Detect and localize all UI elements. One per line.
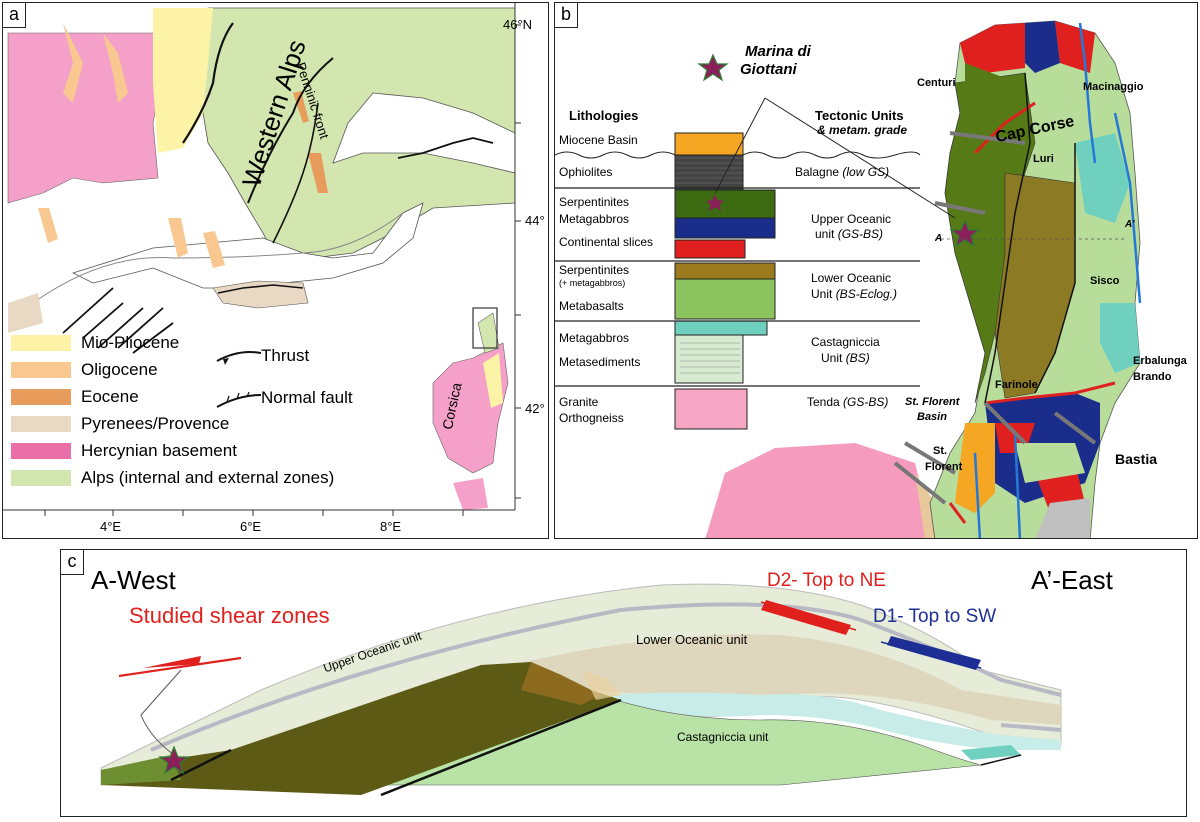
unit-castagniccia: Castagniccia (811, 335, 880, 349)
legend-item: Mio-Pliocene (11, 333, 179, 353)
lith-ophiolites: Ophiolites (559, 165, 613, 179)
panel-c-label: c (61, 550, 84, 575)
lith-granite: Granite (559, 395, 599, 409)
place-bastia: Bastia (1115, 451, 1158, 467)
thrust-symbol-icon (216, 351, 262, 365)
stratigraphic-column (674, 132, 776, 430)
panel-b-map: b (554, 2, 1198, 539)
d1-top-to-sw-label: D1- Top to SW (873, 606, 997, 627)
lithologies-header: Lithologies (569, 108, 639, 123)
lith-orthogneiss: Orthogneiss (559, 411, 624, 425)
section-a-label: A (935, 233, 943, 244)
cap-corse-geology-map (555, 20, 1142, 538)
legend-label: Oligocene (81, 360, 158, 379)
lower-oceanic-label: Lower Oceanic unit (636, 632, 748, 647)
hercynian-basement-nw (7, 32, 164, 204)
lith-continental: Continental slices (559, 235, 654, 249)
place-sisco: Sisco (1090, 275, 1120, 287)
lon-4e: 4°E (100, 519, 122, 534)
regional-geology-map (3, 3, 521, 516)
castagniccia-label: Castagniccia unit (677, 730, 769, 744)
legend-swatch (11, 389, 71, 405)
legend-swatch (11, 335, 71, 351)
normal-fault-symbol-icon (216, 391, 262, 408)
unit-upper-oceanic: Upper Oceanic (811, 212, 892, 226)
unit-balagne: Balagne (low GS) (795, 165, 890, 179)
unit-upper-oceanic-2: unit (GS-BS) (815, 227, 884, 241)
pyrenees-provence-zone (212, 280, 309, 309)
lith-miocene: Miocene Basin (559, 133, 638, 147)
east-end-label: A’-East (1031, 565, 1113, 595)
legend-item: Pyrenees/Provence (11, 414, 229, 434)
place-basin: Basin (917, 411, 947, 423)
alps-lower-arc (71, 202, 424, 289)
legend-label: Alps (internal and external zones) (81, 468, 335, 487)
unit-lower-oceanic-2: Unit (BS-Eclog.) (811, 287, 898, 301)
legend-label: Hercynian basement (81, 441, 237, 460)
legend-swatch (11, 362, 71, 378)
panel-a-label: a (3, 3, 26, 28)
lith-metasediments: Metasediments (559, 355, 641, 369)
place-centuri: Centuri (917, 77, 956, 89)
cross-section-drawing (100, 583, 1062, 797)
upper-oceanic-block (101, 662, 621, 795)
lon-6e: 6°E (240, 519, 262, 534)
place-florent: Florent (925, 461, 963, 473)
unit-tenda: Tenda (GS-BS) (807, 395, 889, 409)
legend-item: Eocene (11, 387, 139, 407)
legend-star-icon (697, 53, 729, 82)
place-erbalunga: Erbalunga (1133, 355, 1187, 367)
lat-44: 44° (525, 213, 545, 228)
legend-swatch (11, 416, 71, 432)
lith-serpentinites-2: Serpentinites (559, 263, 630, 277)
section-a-prime-label: A' (1125, 219, 1135, 230)
tectonic-header-2: & metam. grade (817, 123, 908, 137)
lith-metagabbros: Metagabbros (559, 212, 630, 226)
alps-zone (197, 7, 516, 259)
place-st: St. (933, 445, 948, 457)
legend-swatch (11, 470, 71, 486)
panel-a-map: a (2, 2, 549, 539)
lat-46n: 46°N (503, 17, 533, 32)
legend-label: Pyrenees/Provence (81, 414, 230, 433)
legend-label: Mio-Pliocene (81, 333, 180, 352)
unit-castagniccia-2: Unit (BS) (821, 351, 870, 365)
legend-swatch (11, 443, 71, 459)
tectonic-header-1: Tectonic Units (815, 108, 904, 123)
legend-label: Eocene (81, 387, 139, 406)
panel-c-cross-section: c A-West A’-East Studied shear zo (60, 549, 1187, 817)
lith-metabasalts: Metabasalts (559, 299, 624, 313)
place-brando: Brando (1133, 371, 1172, 383)
lith-plus-metagabbros: (+ metagabbros) (559, 278, 626, 288)
d2-top-to-ne-label: D2- Top to NE (767, 570, 886, 591)
studied-shear-zones-label: Studied shear zones (129, 603, 330, 628)
thrust-label: Thrust (261, 346, 310, 365)
panel-b-label: b (555, 3, 578, 28)
lon-8e: 8°E (380, 519, 402, 534)
legend-item: Alps (internal and external zones) (11, 468, 334, 488)
column-star-icon (703, 191, 727, 214)
lith-metagabbros-2: Metagabbros (559, 331, 630, 345)
legend-item: Oligocene (11, 360, 158, 380)
place-luri: Luri (1033, 153, 1054, 165)
star-title-2: Giottani (740, 61, 797, 78)
unit-lower-oceanic: Lower Oceanic (811, 271, 892, 285)
castagniccia-unit-shape (360, 699, 982, 786)
place-macinaggio: Macinaggio (1083, 81, 1144, 93)
normal-fault-label: Normal fault (261, 388, 353, 407)
place-farinole: Farinole (995, 379, 1038, 391)
place-st-florent-basin: St. Florent (905, 396, 960, 408)
section-star-icon (158, 745, 190, 775)
west-end-label: A-West (91, 565, 176, 595)
star-title-1: Marina di (745, 43, 811, 60)
map-star-icon (949, 219, 981, 248)
lith-serpentinites: Serpentinites (559, 195, 630, 209)
legend-item: Hercynian basement (11, 441, 237, 461)
lat-42: 42° (525, 401, 545, 416)
